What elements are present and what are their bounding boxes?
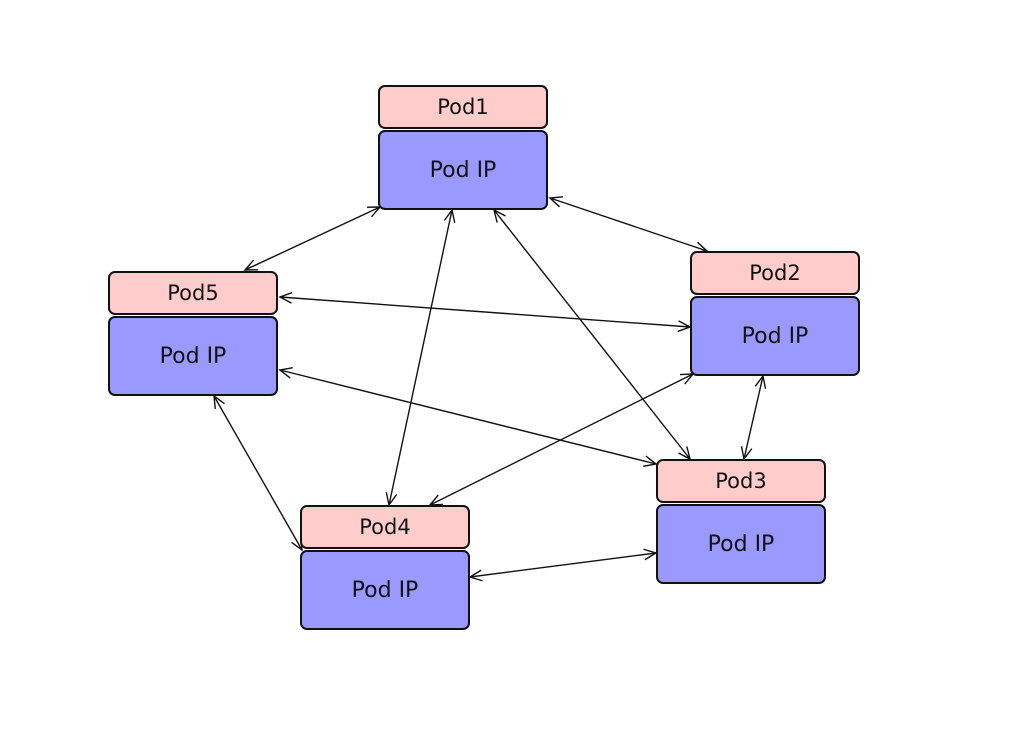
edge-pod1-pod5 <box>244 206 381 271</box>
arrowhead-pod2-pod3-at-pod2 <box>754 374 767 389</box>
pod2-label: Pod2 <box>690 251 860 295</box>
edge-pod2-pod4 <box>429 373 694 506</box>
arrowhead-pod4-pod3-at-pod4 <box>468 569 483 582</box>
arrowhead-pod5-pod4-at-pod5 <box>213 394 225 410</box>
pod1-label: Pod1 <box>378 85 548 129</box>
arrowhead-pod1-pod3-at-pod1 <box>492 208 506 223</box>
arrowhead-pod5-pod2-at-pod5 <box>278 291 293 304</box>
pod4-label: Pod4 <box>300 505 470 549</box>
arrowhead-pod1-pod4-at-pod1 <box>443 208 456 223</box>
pod5-label: Pod5 <box>108 271 278 315</box>
edge-pod4-pod3 <box>469 552 657 578</box>
pod3-ip-box: Pod IP <box>656 504 826 584</box>
edge-pod2-pod3 <box>743 375 764 460</box>
edge-pod1-pod3 <box>493 209 691 460</box>
edge-pod1-pod4 <box>388 209 453 506</box>
pod2-ip-box: Pod IP <box>690 296 860 376</box>
arrowhead-pod5-pod3-at-pod5 <box>278 367 293 379</box>
edge-pod1-pod2 <box>549 197 708 252</box>
pod5-ip-box: Pod IP <box>108 316 278 396</box>
arrowhead-pod1-pod2-at-pod1 <box>548 196 564 208</box>
edge-pod5-pod4 <box>213 395 303 551</box>
edge-pod5-pod3 <box>279 369 657 465</box>
arrowhead-pod1-pod5-at-pod5 <box>243 259 259 271</box>
edge-pod5-pod2 <box>279 296 691 328</box>
pod3-label: Pod3 <box>656 459 826 503</box>
pod4-ip-box: Pod IP <box>300 550 470 630</box>
pod1-ip-box: Pod IP <box>378 130 548 210</box>
